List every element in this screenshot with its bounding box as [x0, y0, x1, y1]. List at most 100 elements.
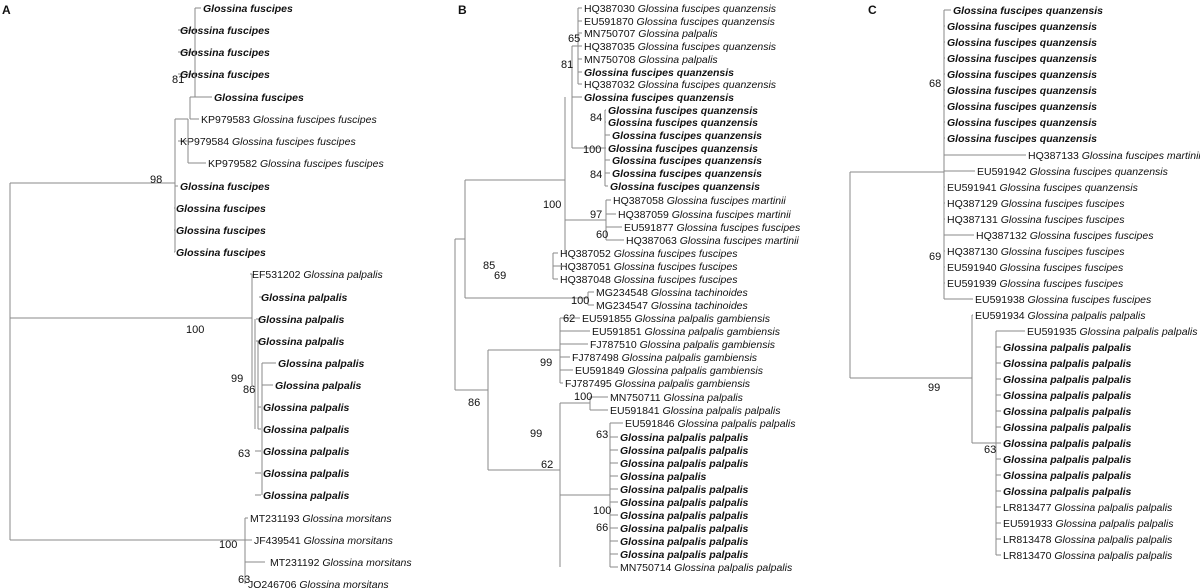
leaf-label: Glossina palpalis [258, 314, 345, 326]
bootstrap-value: 84 [590, 169, 602, 181]
bootstrap-value: 100 [583, 144, 601, 156]
leaf-label: Glossina fuscipes [203, 3, 293, 15]
leaf-label: Glossina fuscipes [180, 25, 270, 37]
leaf-label: Glossina fuscipes quanzensis [610, 181, 760, 193]
bootstrap-value: 85 [483, 260, 495, 272]
leaf-label: MN750711 Glossina palpalis [610, 392, 744, 404]
leaf-label: Glossina fuscipes quanzensis [947, 117, 1097, 129]
leaf-label: MT231192 Glossina morsitans [270, 557, 412, 569]
bootstrap-value: 66 [596, 522, 608, 534]
leaf-label: EU591938 Glossina fuscipes fuscipes [975, 294, 1152, 306]
leaf-label: Glossina fuscipes quanzensis [953, 5, 1103, 17]
bootstrap-value: 99 [540, 357, 552, 369]
leaf-label: MG234548 Glossina tachinoides [596, 287, 749, 299]
leaf-label: Glossina palpalis palpalis [620, 523, 749, 535]
leaf-label: Glossina fuscipes [214, 92, 304, 104]
panel-label: B [458, 3, 467, 17]
leaf-label: HQ387032 Glossina fuscipes quanzensis [584, 79, 777, 91]
leaf-label: HQ387130 Glossina fuscipes fuscipes [947, 246, 1125, 258]
bootstrap-value: 60 [596, 229, 608, 241]
leaf-label: Glossina fuscipes quanzensis [947, 85, 1097, 97]
leaf-label: Glossina fuscipes quanzensis [584, 67, 734, 79]
bootstrap-value: 81 [561, 59, 573, 71]
leaf-label: FJ787510 Glossina palpalis gambiensis [590, 339, 776, 351]
leaf-label: FJ787495 Glossina palpalis gambiensis [565, 378, 751, 390]
bootstrap-value: 98 [150, 174, 162, 186]
leaf-label: MN750708 Glossina palpalis [584, 54, 718, 66]
bootstrap-value: 97 [590, 209, 602, 221]
leaf-label: HQ387063 Glossina fuscipes martinii [626, 235, 799, 247]
leaf-label: HQ387129 Glossina fuscipes fuscipes [947, 198, 1125, 210]
leaf-label: Glossina palpalis palpalis [1003, 438, 1132, 450]
leaf-label: MN750707 Glossina palpalis [584, 28, 718, 40]
leaf-label: Glossina palpalis palpalis [1003, 374, 1132, 386]
leaf-label: Glossina palpalis [620, 471, 707, 483]
leaf-label: MG234547 Glossina tachinoides [596, 300, 749, 312]
bootstrap-value: 100 [574, 391, 592, 403]
leaf-label: Glossina palpalis palpalis [1003, 486, 1132, 498]
bootstrap-value: 81 [172, 74, 184, 86]
leaf-label: EU591939 Glossina fuscipes fuscipes [947, 278, 1124, 290]
leaf-label: EU591935 Glossina palpalis palpalis [1027, 326, 1198, 338]
bootstrap-value: 69 [929, 251, 941, 263]
leaf-label: Glossina fuscipes quanzensis [947, 101, 1097, 113]
leaf-label: Glossina palpalis palpalis [620, 510, 749, 522]
leaf-label: Glossina palpalis palpalis [1003, 406, 1132, 418]
leaf-label: Glossina palpalis [263, 402, 350, 414]
bootstrap-value: 62 [563, 313, 575, 325]
bootstrap-value: 99 [928, 382, 940, 394]
bootstrap-value: 68 [929, 78, 941, 90]
leaf-label: JQ246706 Glossina morsitans [248, 579, 389, 588]
leaf-label: Glossina fuscipes [180, 181, 270, 193]
leaf-label: KP979582 Glossina fuscipes fuscipes [208, 158, 384, 170]
bootstrap-value: 86 [468, 397, 480, 409]
leaf-label: EU591942 Glossina fuscipes quanzensis [977, 166, 1169, 178]
bootstrap-value: 100 [219, 539, 237, 551]
leaf-label: HQ387131 Glossina fuscipes fuscipes [947, 214, 1125, 226]
bootstrap-value: 100 [571, 295, 589, 307]
leaf-label: Glossina fuscipes [180, 69, 270, 81]
leaf-label: Glossina fuscipes [176, 225, 266, 237]
panel-label: A [2, 3, 11, 17]
leaf-label: HQ387059 Glossina fuscipes martinii [618, 209, 791, 221]
leaf-label: Glossina palpalis [258, 336, 345, 348]
bootstrap-value: 100 [593, 505, 611, 517]
leaf-label: Glossina fuscipes quanzensis [947, 133, 1097, 145]
bootstrap-value: 100 [186, 324, 204, 336]
leaf-label: Glossina fuscipes quanzensis [612, 130, 762, 142]
leaf-label: Glossina fuscipes quanzensis [947, 53, 1097, 65]
leaf-label: EU591870 Glossina fuscipes quanzensis [584, 16, 776, 28]
bootstrap-value: 99 [231, 373, 243, 385]
leaf-label: Glossina fuscipes quanzensis [612, 155, 762, 167]
leaf-label: Glossina palpalis palpalis [1003, 342, 1132, 354]
leaf-label: Glossina fuscipes quanzensis [947, 69, 1097, 81]
bootstrap-value: 63 [984, 444, 996, 456]
leaf-label: Glossina fuscipes quanzensis [608, 117, 758, 129]
leaf-label: Glossina palpalis palpalis [1003, 358, 1132, 370]
leaf-label: Glossina palpalis [263, 424, 350, 436]
leaf-label: HQ387051 Glossina fuscipes fuscipes [560, 261, 738, 273]
leaf-label: Glossina palpalis palpalis [620, 432, 749, 444]
leaf-label: Glossina palpalis [278, 358, 365, 370]
leaf-label: EU591849 Glossina palpalis gambiensis [575, 365, 764, 377]
leaf-label: Glossina palpalis [261, 292, 348, 304]
leaf-label: HQ387133 Glossina fuscipes martinii [1028, 150, 1200, 162]
bootstrap-value: 65 [568, 33, 580, 45]
leaf-label: HQ387030 Glossina fuscipes quanzensis [584, 3, 777, 15]
leaf-label: EU591841 Glossina palpalis palpalis [610, 405, 781, 417]
leaf-label: LR813478 Glossina palpalis palpalis [1003, 534, 1173, 546]
bootstrap-value: 84 [590, 112, 602, 124]
leaf-label: Glossina palpalis palpalis [620, 458, 749, 470]
leaf-label: FJ787498 Glossina palpalis gambiensis [572, 352, 758, 364]
bootstrap-value: 63 [238, 448, 250, 460]
leaf-label: Glossina fuscipes quanzensis [608, 143, 758, 155]
bootstrap-value: 63 [596, 429, 608, 441]
leaf-label: Glossina palpalis palpalis [620, 497, 749, 509]
leaf-label: Glossina palpalis [263, 468, 350, 480]
leaf-label: HQ387052 Glossina fuscipes fuscipes [560, 248, 738, 260]
leaf-label: EU591933 Glossina palpalis palpalis [1003, 518, 1174, 530]
leaf-label: MN750714 Glossina palpalis palpalis [620, 562, 793, 574]
leaf-label: Glossina palpalis palpalis [620, 549, 749, 561]
leaf-label: KP979583 Glossina fuscipes fuscipes [201, 114, 377, 126]
